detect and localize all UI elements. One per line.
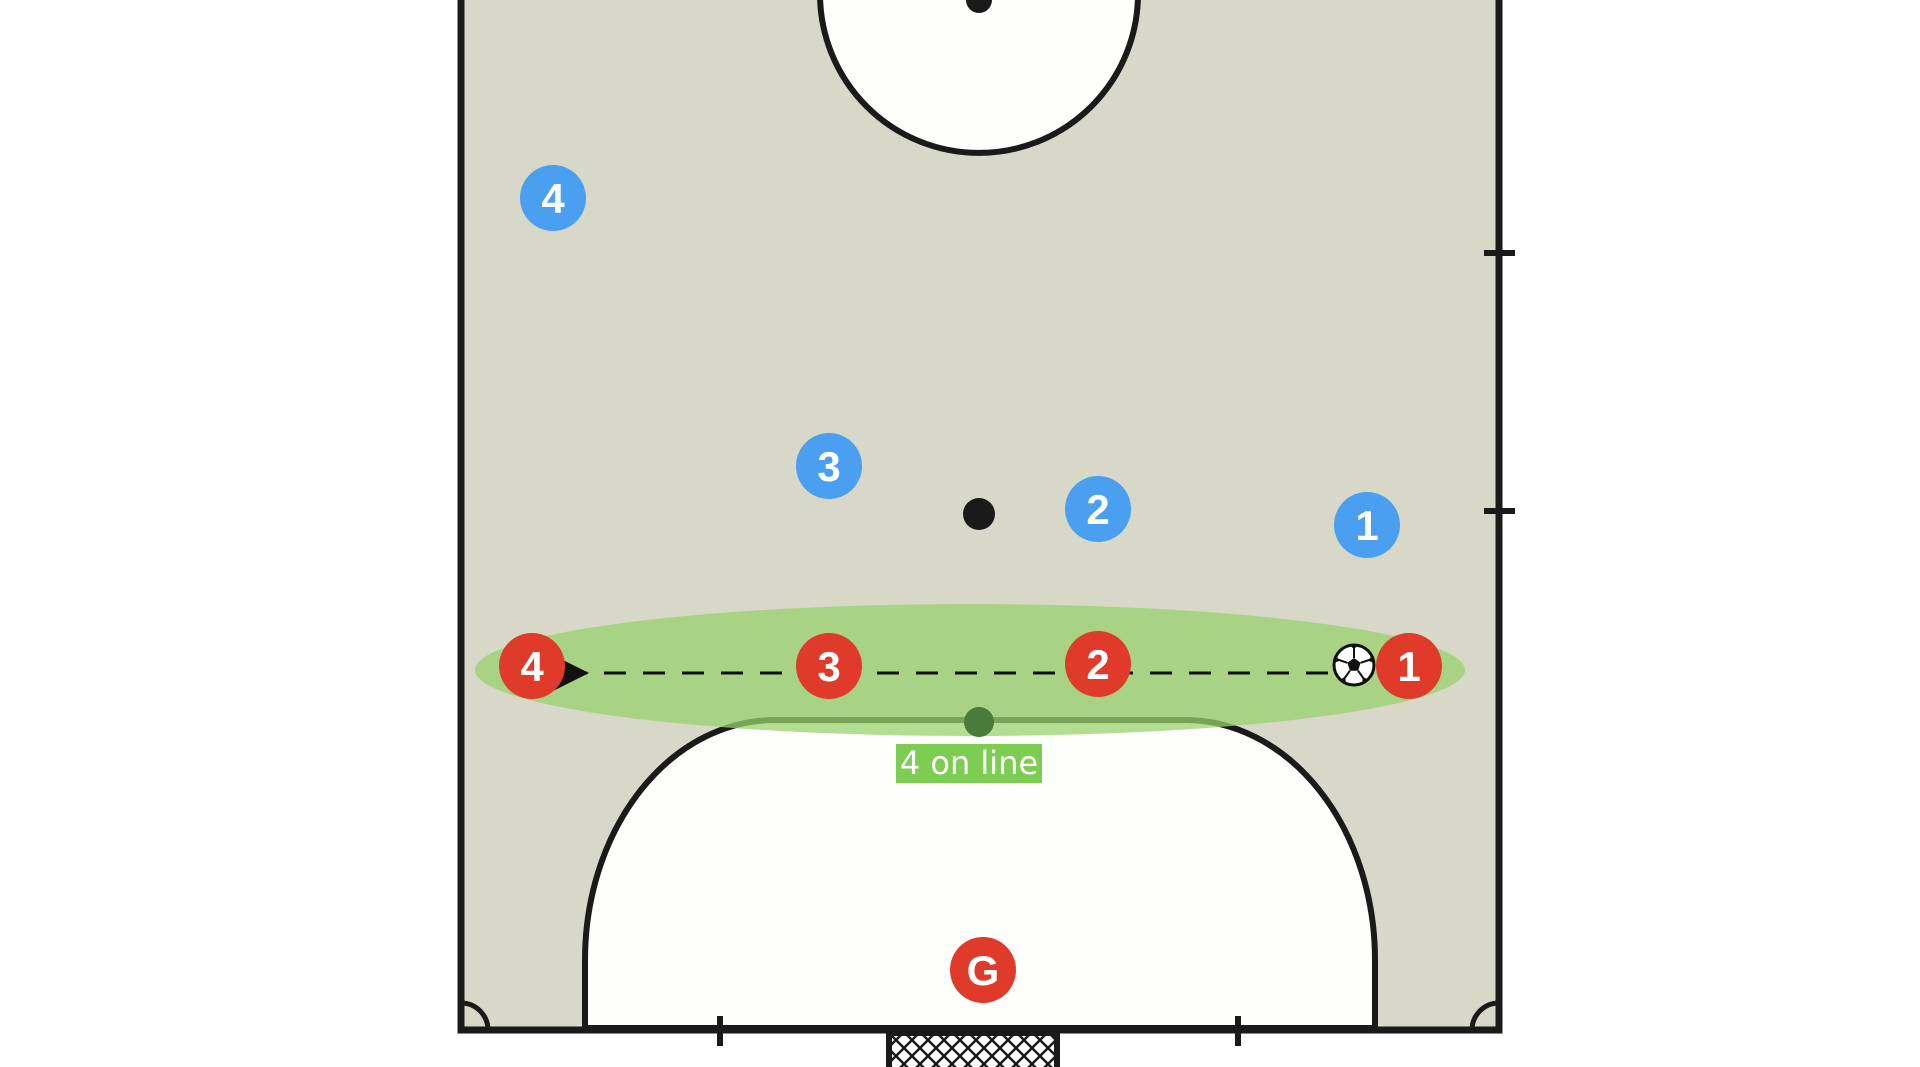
defender-3[interactable]: 3 — [796, 433, 862, 499]
defender-1-token — [1334, 492, 1400, 558]
attacker-2-label: 2 — [1086, 641, 1109, 688]
attacker-3-token — [796, 633, 862, 699]
goalkeeper-label: G — [967, 947, 1000, 994]
defender-1[interactable]: 1 — [1334, 492, 1400, 558]
defender-2[interactable]: 2 — [1065, 476, 1131, 542]
goalkeeper-token — [950, 937, 1016, 1003]
attacker-2[interactable]: 2 — [1065, 631, 1131, 697]
goalkeeper[interactable]: G — [950, 937, 1016, 1003]
center-spot — [966, 0, 992, 13]
second-penalty-spot — [963, 498, 995, 530]
attacker-2-token — [1065, 631, 1131, 697]
defender-3-token — [796, 433, 862, 499]
defender-4[interactable]: 4 — [520, 165, 586, 231]
zone-caption-bg — [896, 744, 1042, 783]
defender-2-label: 2 — [1086, 486, 1109, 533]
soccer-ball-icon[interactable] — [1332, 643, 1376, 687]
defensive-line-zone — [475, 604, 1465, 736]
defender-4-token — [520, 165, 586, 231]
zone-caption-label: 4 on line — [900, 744, 1038, 782]
center-circle — [817, 0, 1141, 156]
corner-arc-right — [1469, 1000, 1500, 1031]
defender-3-label: 3 — [817, 443, 840, 490]
defender-4-label: 4 — [541, 175, 565, 222]
attacker-3-label: 3 — [817, 643, 840, 690]
attacker-4[interactable]: 4 — [499, 633, 565, 699]
attacker-1-token — [1376, 633, 1442, 699]
corner-arc-left — [460, 1000, 491, 1031]
zone-caption: 4 on line — [896, 744, 1042, 783]
defender-1-label: 1 — [1355, 502, 1378, 549]
attacker-4-label: 4 — [520, 643, 544, 690]
line-marker-dot — [964, 707, 994, 737]
defender-2-token — [1065, 476, 1131, 542]
attacker-4-token — [499, 633, 565, 699]
attacker-1[interactable]: 1 — [1376, 633, 1442, 699]
attacker-1-label: 1 — [1397, 643, 1420, 690]
attacker-3[interactable]: 3 — [796, 633, 862, 699]
goal-net — [886, 1030, 1060, 1067]
